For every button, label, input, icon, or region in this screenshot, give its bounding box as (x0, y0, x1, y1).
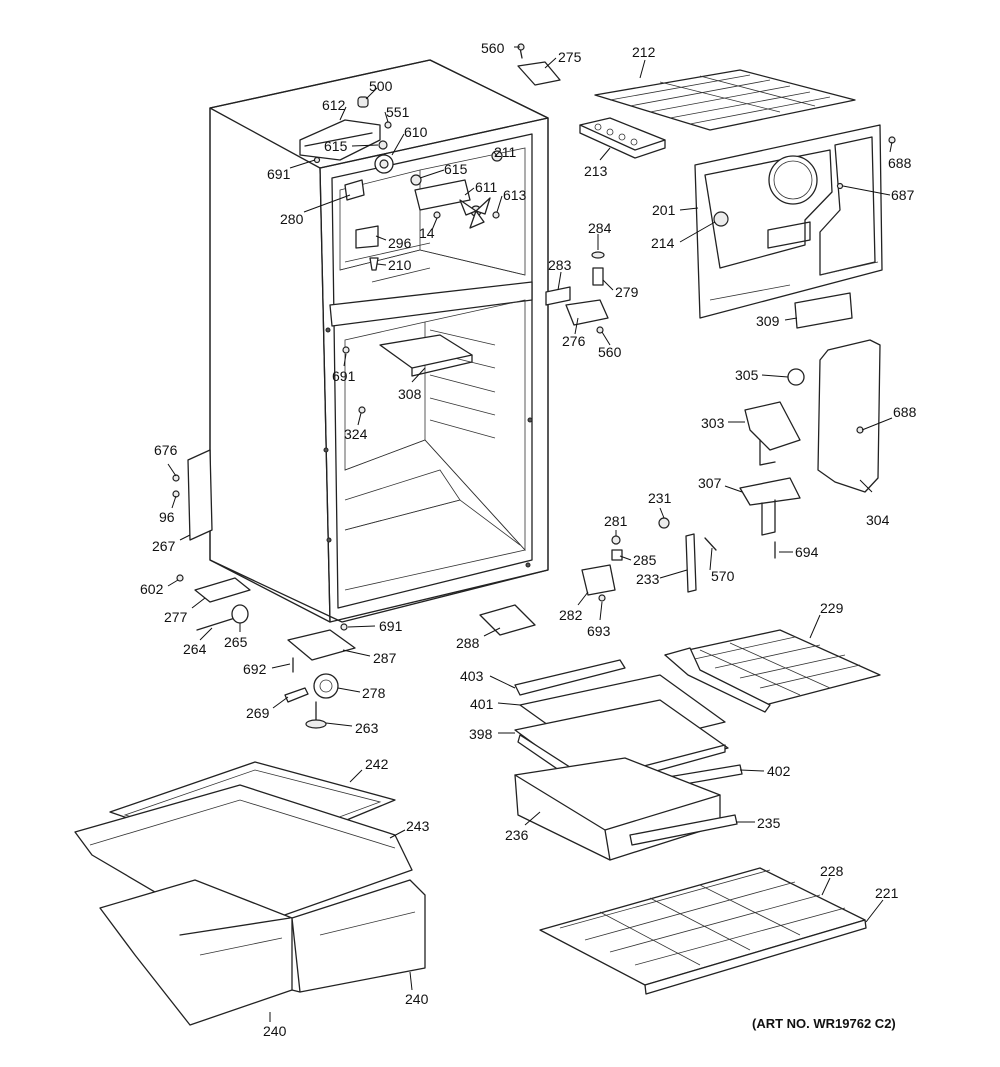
callout-label: 308 (398, 386, 422, 402)
callout-label: 560 (481, 40, 505, 56)
callout-label: 269 (246, 705, 270, 721)
air-damper-parts (739, 339, 881, 559)
callout-label: 277 (164, 609, 188, 625)
callout-label: 264 (183, 641, 207, 657)
crisper-drawers (74, 761, 426, 1026)
callout-label: 275 (558, 49, 582, 65)
callout-label: 691 (379, 618, 403, 634)
callout-label: 231 (648, 490, 672, 506)
callout-label: 267 (152, 538, 176, 554)
freezer-components (299, 96, 503, 271)
callout-label: 280 (280, 211, 304, 227)
callout-label: 282 (559, 607, 583, 623)
center-hinge-parts (545, 251, 717, 602)
callout-label: 611 (475, 179, 498, 195)
callout-label: 235 (757, 815, 781, 831)
art-number: (ART NO. WR19762 C2) (752, 1016, 896, 1031)
callout-label: 288 (456, 635, 480, 651)
callout-label: 401 (470, 696, 494, 712)
callout-label: 676 (154, 442, 178, 458)
callout-label: 242 (365, 756, 389, 772)
callout-label: 692 (243, 661, 267, 677)
callout-label: 213 (584, 163, 608, 179)
callout-label: 500 (369, 78, 393, 94)
callout-label: 403 (460, 668, 484, 684)
lower-hardware (172, 449, 536, 729)
callout-labels: 560 275 212 500 612 551 615 610 691 615 … (140, 40, 917, 1039)
callout-label: 602 (140, 581, 164, 597)
callout-label: 610 (404, 124, 428, 140)
callout-label: 281 (604, 513, 628, 529)
callout-label: 303 (701, 415, 725, 431)
evaporator-cover (694, 124, 896, 329)
callout-label: 243 (406, 818, 430, 834)
callout-label: 276 (562, 333, 586, 349)
callout-label: 211 (494, 144, 517, 160)
callout-leaders (167, 46, 893, 1022)
top-shelf-assembly (517, 43, 856, 159)
callout-label: 283 (548, 257, 572, 273)
callout-label: 615 (444, 161, 468, 177)
callout-label: 14 (419, 225, 435, 241)
callout-label: 398 (469, 726, 493, 742)
callout-label: 304 (866, 512, 890, 528)
callout-label: 233 (636, 571, 660, 587)
callout-label: 693 (587, 623, 611, 639)
callout-label: 240 (405, 991, 429, 1007)
callout-label: 551 (386, 104, 410, 120)
callout-label: 214 (651, 235, 675, 251)
callout-label: 612 (322, 97, 346, 113)
fresh-food-components (342, 334, 473, 414)
callout-label: 688 (888, 155, 912, 171)
callout-label: 263 (355, 720, 379, 736)
callout-label: 228 (820, 863, 844, 879)
callout-label: 615 (324, 138, 348, 154)
callout-label: 613 (503, 187, 527, 203)
callout-label: 201 (652, 202, 676, 218)
callout-label: 570 (711, 568, 735, 584)
callout-label: 279 (615, 284, 639, 300)
callout-label: 210 (388, 257, 412, 273)
callout-label: 285 (633, 552, 657, 568)
callout-label: 236 (505, 827, 529, 843)
callout-label: 307 (698, 475, 722, 491)
callout-label: 688 (893, 404, 917, 420)
callout-label: 309 (756, 313, 780, 329)
callout-label: 687 (891, 187, 915, 203)
callout-label: 324 (344, 426, 368, 442)
callout-label: 691 (332, 368, 356, 384)
callout-label: 229 (820, 600, 844, 616)
callout-label: 287 (373, 650, 397, 666)
callout-label: 560 (598, 344, 622, 360)
callout-label: 402 (767, 763, 791, 779)
callout-label: 240 (263, 1023, 287, 1039)
callout-label: 305 (735, 367, 759, 383)
callout-label: 96 (159, 509, 175, 525)
callout-label: 296 (388, 235, 412, 251)
callout-label: 691 (267, 166, 291, 182)
callout-label: 694 (795, 544, 819, 560)
callout-label: 278 (362, 685, 386, 701)
shelves-and-pan (514, 629, 881, 995)
callout-label: 221 (875, 885, 899, 901)
callout-label: 212 (632, 44, 656, 60)
callout-label: 265 (224, 634, 248, 650)
callout-label: 284 (588, 220, 612, 236)
